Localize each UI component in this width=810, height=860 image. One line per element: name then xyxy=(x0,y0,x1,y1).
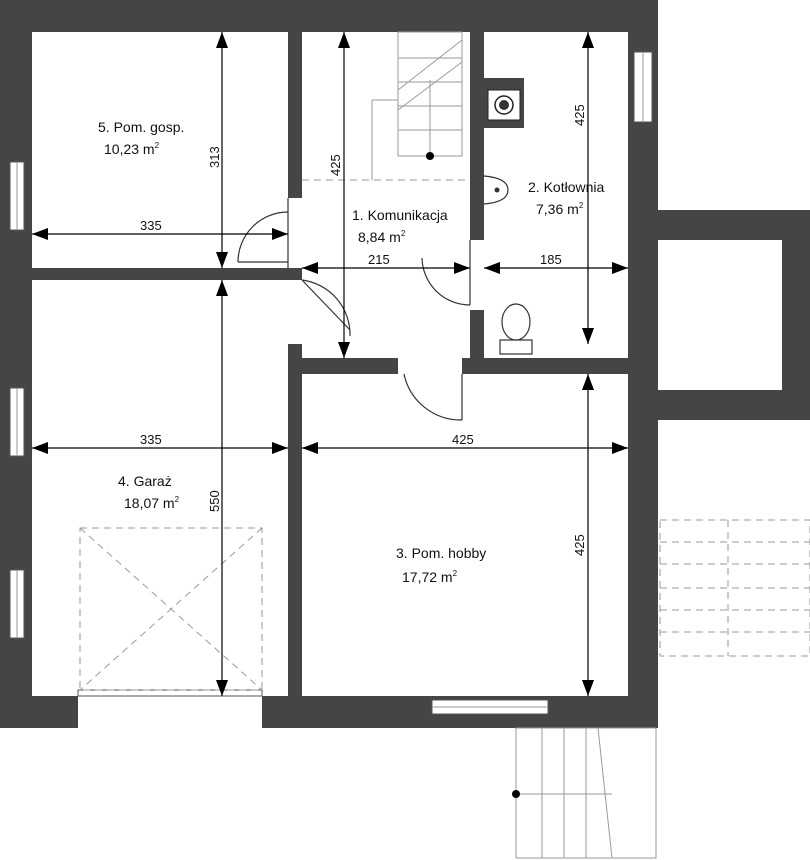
room-name-hobby: 3. Pom. hobby xyxy=(396,545,486,561)
annex-room xyxy=(658,240,782,390)
room-area-komunikacja: 8,84 m2 xyxy=(358,229,406,245)
toilet xyxy=(499,303,533,355)
interior-stairs xyxy=(302,31,470,181)
garage-parking-box xyxy=(79,527,263,691)
dim-komunikacja-height: 425 xyxy=(328,154,343,176)
dim-hobby-height: 425 xyxy=(572,534,587,556)
terrace-stairs xyxy=(659,519,810,657)
windows xyxy=(9,51,653,715)
entrance-stairs xyxy=(512,727,657,859)
dim-kotlownia-width: 185 xyxy=(540,252,562,267)
chimney-flue xyxy=(487,89,521,121)
room-area-hobby: 17,72 m2 xyxy=(402,569,458,585)
room-area-kotlownia: 7,36 m2 xyxy=(536,201,584,217)
dim-komunikacja-width: 215 xyxy=(368,252,390,267)
room-name-komunikacja: 1. Komunikacja xyxy=(352,207,448,223)
room-name-gosp: 5. Pom. gosp. xyxy=(98,119,184,135)
doors xyxy=(237,198,471,421)
dim-hobby-width: 425 xyxy=(452,432,474,447)
dim-gosp-width: 335 xyxy=(140,218,162,233)
dim-gosp-height: 313 xyxy=(207,146,222,168)
garage-door-opening xyxy=(77,689,263,697)
dim-garaz-height: 550 xyxy=(207,490,222,512)
dim-garaz-width: 335 xyxy=(140,432,162,447)
room-area-garaz: 18,07 m2 xyxy=(124,495,180,511)
dim-kotlownia-height: 425 xyxy=(572,104,587,126)
sink xyxy=(483,175,509,205)
room-name-kotlownia: 2. Kotłownia xyxy=(528,179,604,195)
dimension-lines xyxy=(32,32,628,696)
room-area-gosp: 10,23 m2 xyxy=(104,141,160,157)
room-name-garaz: 4. Garaż xyxy=(118,473,172,489)
